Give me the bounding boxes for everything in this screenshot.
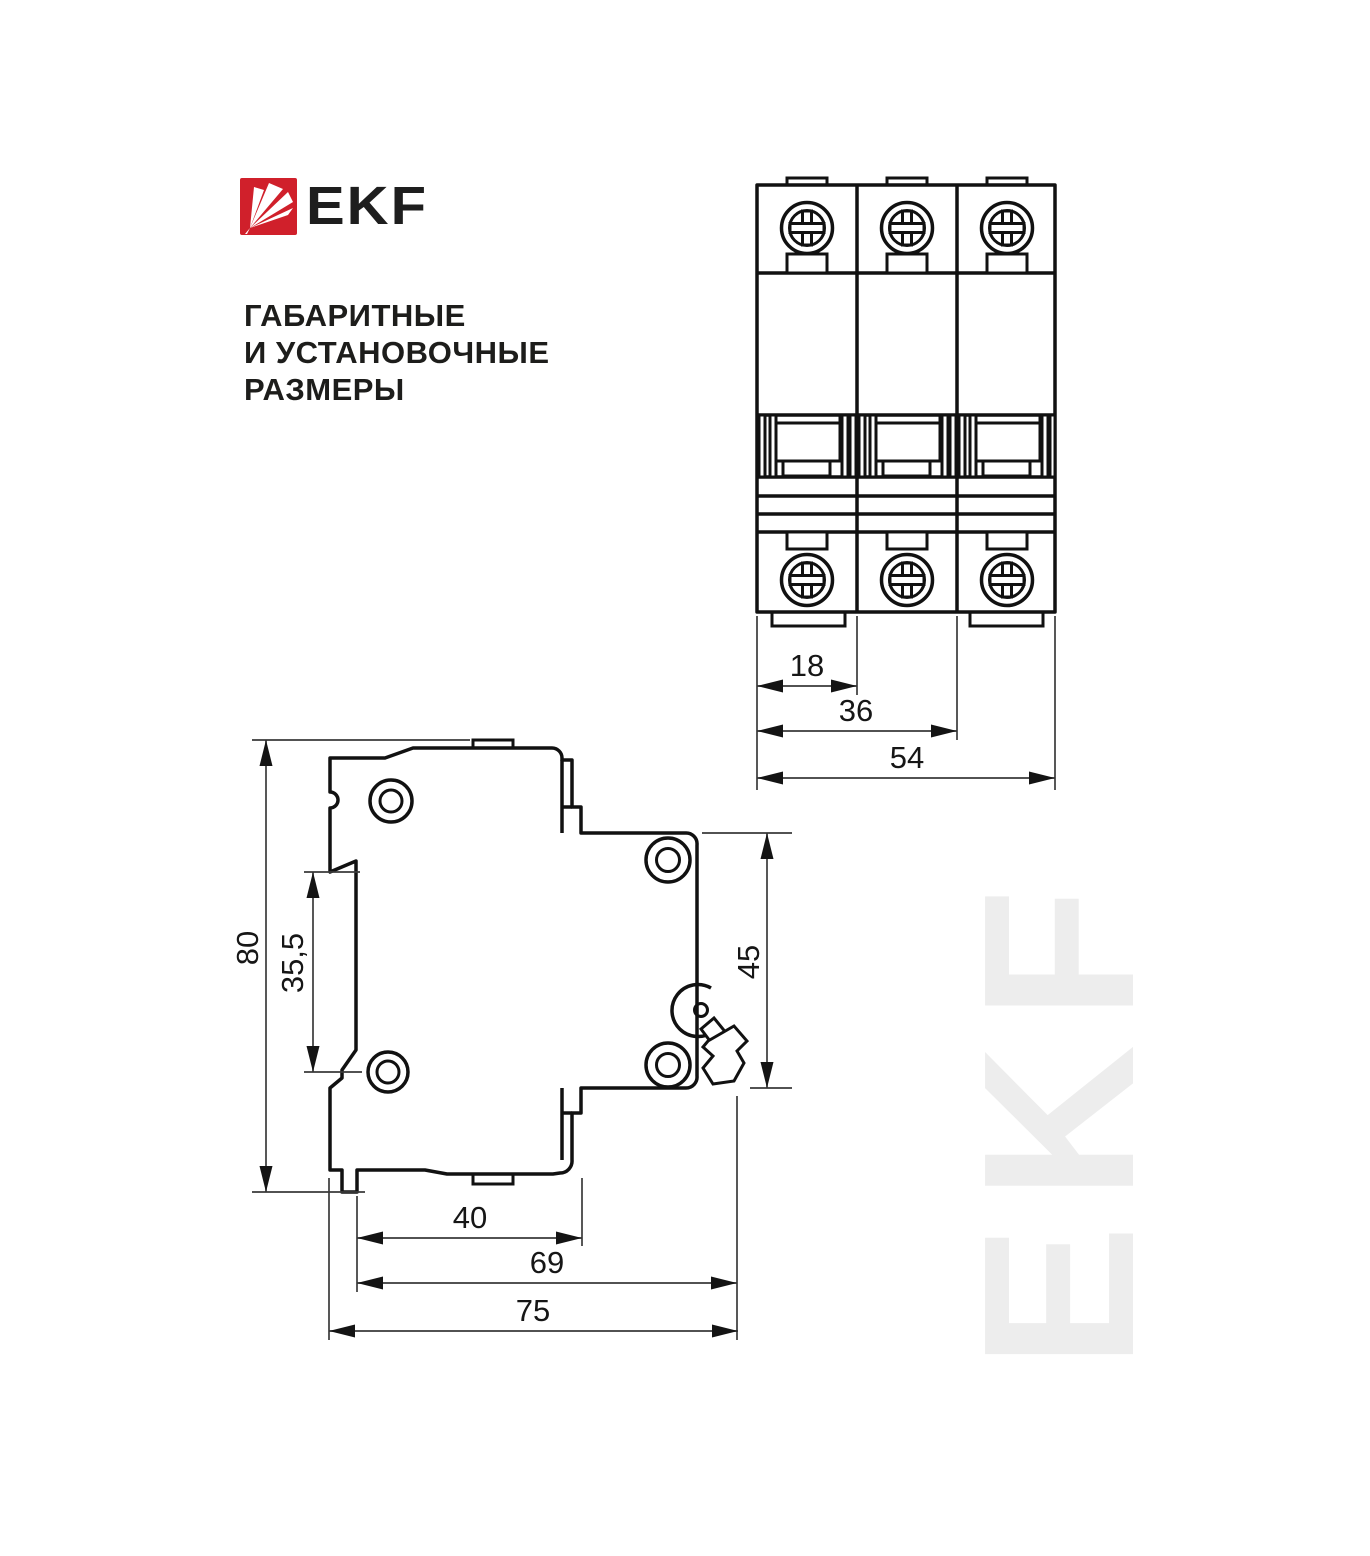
screw-icon xyxy=(779,552,835,608)
dim-label-69: 69 xyxy=(530,1245,564,1280)
dimension-depth-40: 40 xyxy=(356,1178,583,1292)
screw-icon xyxy=(979,200,1035,256)
title-line-1: ГАБАРИТНЫЕ xyxy=(244,298,466,333)
dim-label-40: 40 xyxy=(453,1200,487,1235)
dim-label-18: 18 xyxy=(790,648,824,683)
side-body-outline xyxy=(328,746,699,1194)
dim-label-45: 45 xyxy=(731,945,766,979)
dimension-depth-75: 75 xyxy=(328,1178,738,1340)
breaker-pole-3 xyxy=(957,200,1057,608)
dim-label-35-5: 35,5 xyxy=(275,933,310,993)
dim-label-36: 36 xyxy=(839,693,873,728)
screw-icon xyxy=(979,552,1035,608)
dim-label-80: 80 xyxy=(230,931,265,965)
dimension-total-width: 54 xyxy=(757,740,1055,785)
front-dimensions: 18 36 54 xyxy=(756,616,1056,790)
page-title: ГАБАРИТНЫЕ И УСТАНОВОЧНЫЕ РАЗМЕРЫ xyxy=(244,297,550,408)
ekf-fan-icon xyxy=(245,183,293,234)
rivet-icon xyxy=(644,836,692,884)
rivet-icon xyxy=(368,778,414,824)
dim-label-75: 75 xyxy=(516,1293,550,1328)
ekf-logo-icon xyxy=(240,178,297,235)
dimension-depth-69: 69 xyxy=(357,1096,738,1340)
screw-icon xyxy=(779,200,835,256)
dimension-module-width: 18 xyxy=(757,648,857,693)
breaker-pole-2 xyxy=(857,200,958,608)
front-view: 18 36 54 xyxy=(755,176,1057,790)
breaker-pole-1 xyxy=(757,200,858,608)
side-view: 80 35,5 45 xyxy=(230,738,792,1340)
side-dimensions: 80 35,5 45 xyxy=(230,739,792,1340)
dimension-two-modules: 36 xyxy=(757,693,957,738)
toggle-handle xyxy=(781,459,832,478)
dim-label-54: 54 xyxy=(890,740,924,775)
rivet-icon xyxy=(366,1050,410,1094)
toggle-handle xyxy=(981,459,1032,478)
dimension-din-35-5: 35,5 xyxy=(275,871,362,1073)
title-line-2: И УСТАНОВОЧНЫЕ xyxy=(244,335,550,370)
title-line-3: РАЗМЕРЫ xyxy=(244,372,405,407)
dimension-front-45: 45 xyxy=(702,832,792,1089)
rivet-icon xyxy=(644,1041,692,1089)
dimension-height-80: 80 xyxy=(230,739,470,1193)
screw-icon xyxy=(879,552,935,608)
din-latch xyxy=(670,982,750,1086)
toggle-handle xyxy=(881,459,932,478)
ekf-logo-wordmark: EKF xyxy=(306,176,428,237)
screw-icon xyxy=(879,200,935,256)
